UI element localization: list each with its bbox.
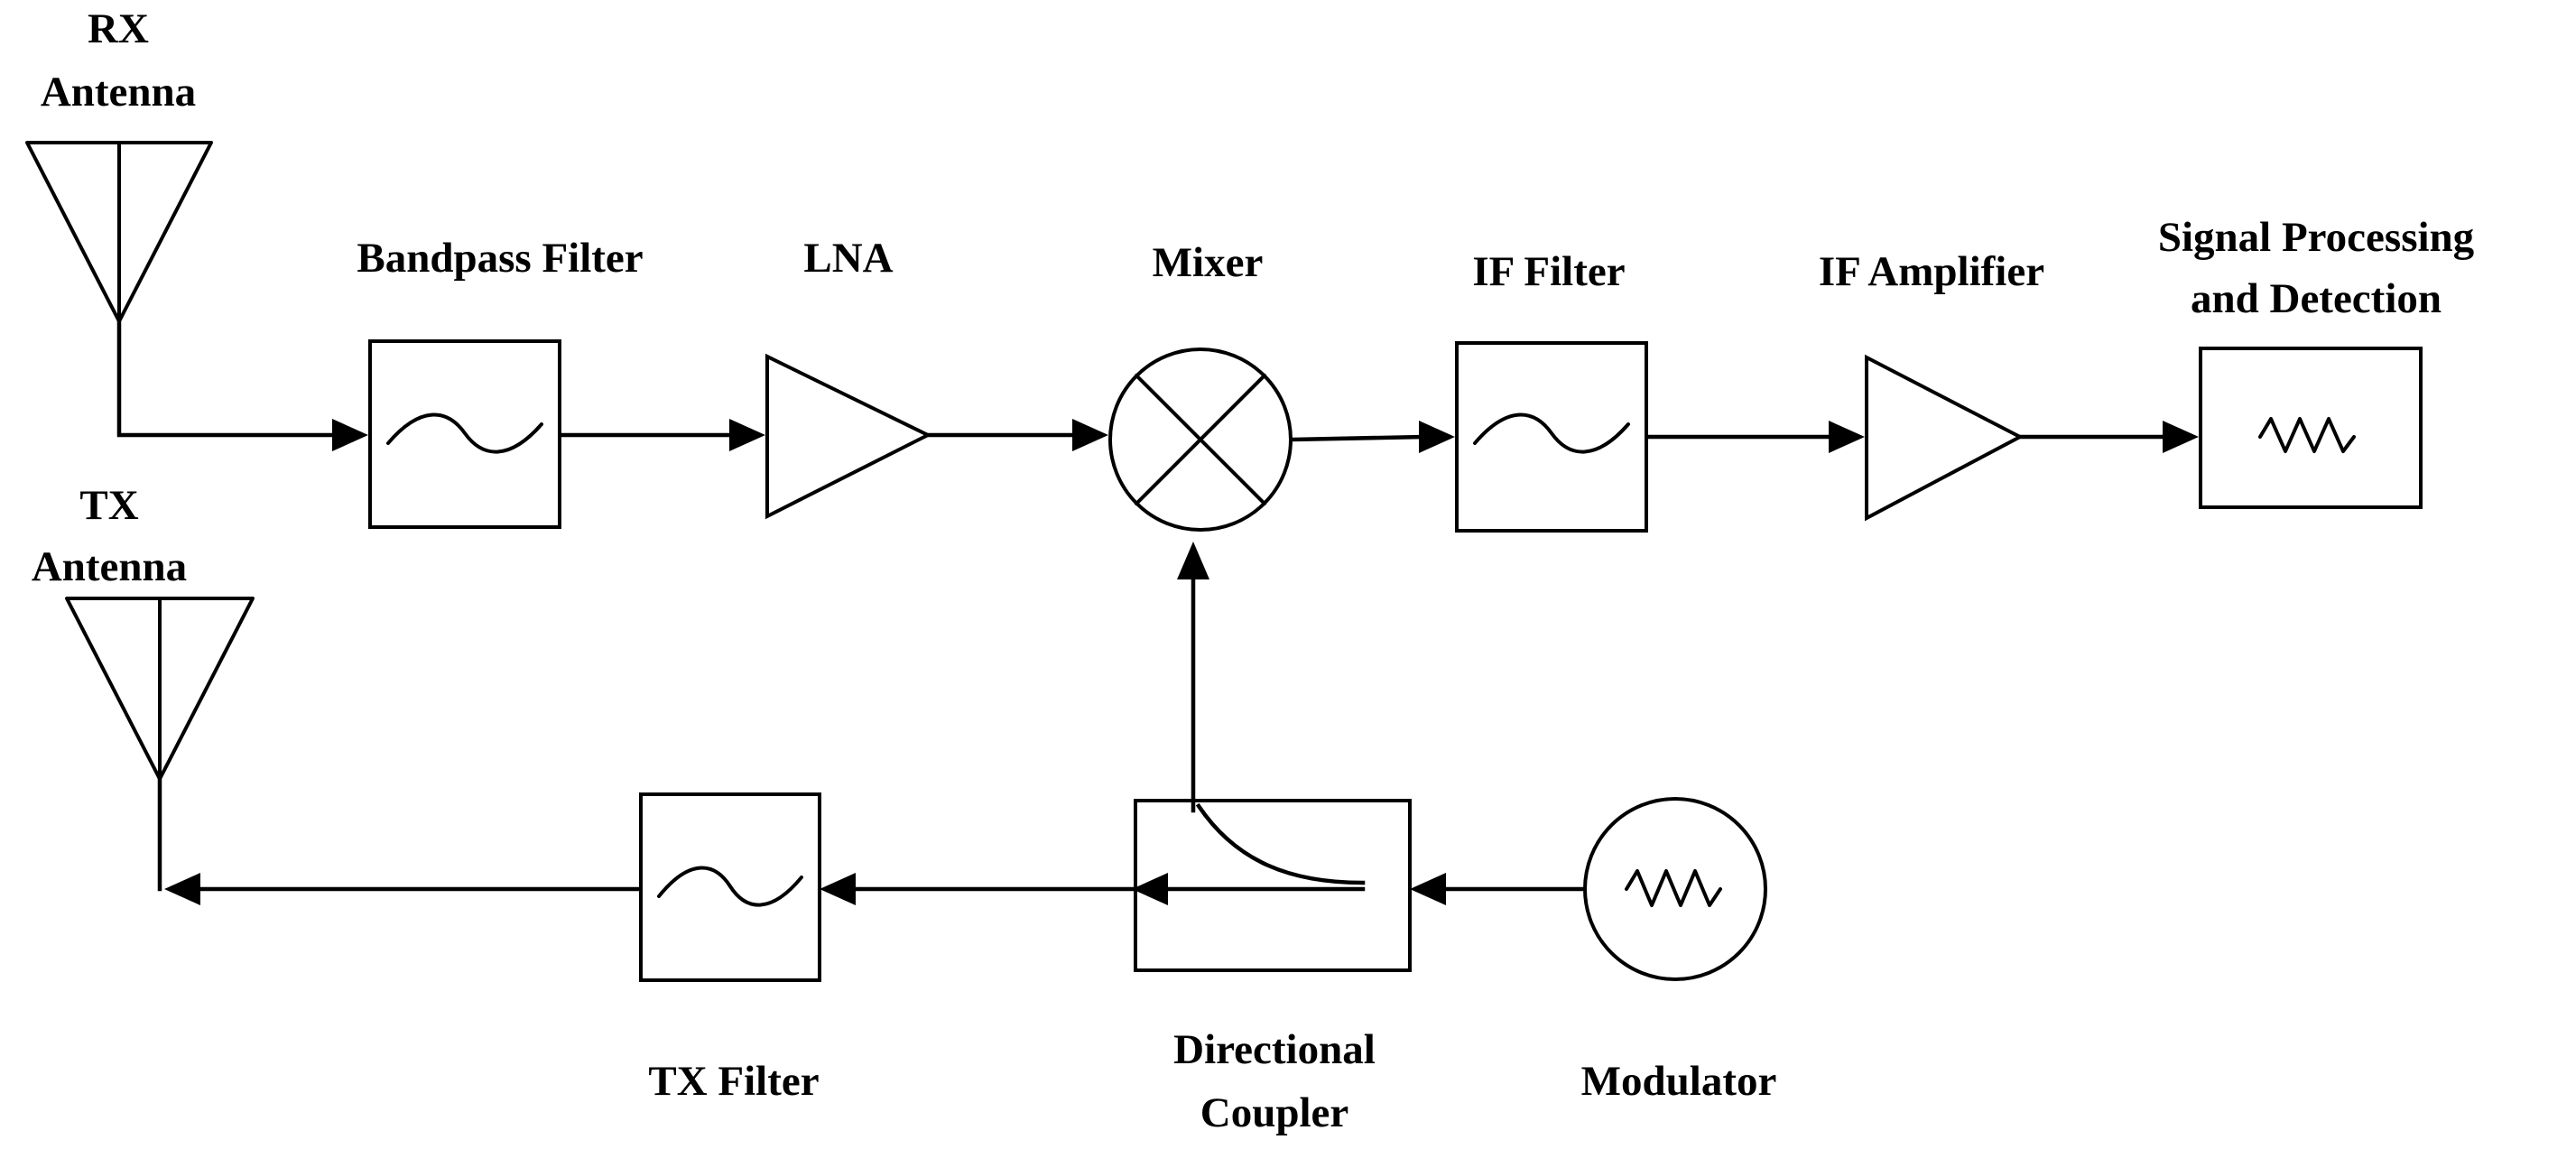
tx-filter-label: TX Filter xyxy=(648,1058,819,1105)
arrowhead-into-mixer-lo xyxy=(1177,542,1209,579)
wire-rx-antenna-to-bandpass xyxy=(116,319,338,438)
if-filter-block xyxy=(1455,341,1648,533)
arrowhead-into-coupler xyxy=(1410,873,1446,905)
modulator-label: Modulator xyxy=(1581,1058,1777,1105)
signal-processing-label-line1: Signal Processing xyxy=(2158,214,2475,261)
directional-coupler-label-line2: Coupler xyxy=(1200,1089,1349,1136)
arrowhead-into-if-filter xyxy=(1419,421,1455,453)
signal-processing-box xyxy=(2199,347,2423,509)
arrowhead-into-tx-filter xyxy=(820,873,856,905)
if-filter-label: IF Filter xyxy=(1472,248,1625,295)
rx-antenna-label-line1: RX xyxy=(88,5,149,52)
zigzag-signal-icon xyxy=(2258,417,2356,453)
lna-label: LNA xyxy=(803,235,893,282)
arrowhead-into-signal-processing xyxy=(2163,421,2199,453)
tx-chain-wires xyxy=(157,575,1586,892)
directional-coupler-box xyxy=(1134,799,1412,972)
arrowhead-into-mixer xyxy=(1072,419,1108,451)
filter-wave-icon xyxy=(386,412,543,454)
bandpass-filter-label: Bandpass Filter xyxy=(357,235,643,282)
mixer-block xyxy=(1108,347,1293,532)
lna-amplifier-triangle xyxy=(765,353,932,520)
modulator-block xyxy=(1583,797,1767,981)
filter-wave-icon xyxy=(657,866,803,907)
filter-wave-icon xyxy=(1473,412,1630,454)
bandpass-filter-block xyxy=(368,339,561,529)
if-amplifier-label: IF Amplifier xyxy=(1819,248,2044,295)
zigzag-signal-icon xyxy=(1625,869,1722,907)
arrowhead-into-tx-antenna xyxy=(164,873,200,905)
arrowhead-into-if-amplifier xyxy=(1829,421,1865,453)
tx-filter-block xyxy=(639,792,821,982)
tx-antenna-label-line2: Antenna xyxy=(32,543,187,590)
mixer-label: Mixer xyxy=(1153,239,1264,286)
wire-coupler-coupled-path xyxy=(1195,802,1366,885)
rx-antenna xyxy=(25,141,213,323)
signal-processing-label-line2: and Detection xyxy=(2191,275,2442,322)
rx-antenna-label-line2: Antenna xyxy=(41,69,196,116)
if-amplifier-triangle xyxy=(1865,354,2025,522)
mixer-cross-line-b xyxy=(1135,374,1266,505)
signal-processing-block xyxy=(2199,347,2423,509)
rx-chain-wires xyxy=(116,319,2169,442)
tx-antenna xyxy=(65,597,255,781)
wire-mixer-to-if-filter xyxy=(1290,434,1425,442)
arrowhead-coupler-through xyxy=(1132,873,1168,905)
arrowhead-into-lna xyxy=(729,419,765,451)
rx-chain-arrowheads xyxy=(332,419,2199,453)
tx-chain-arrowheads xyxy=(164,542,1446,905)
tx-antenna-label-line1: TX xyxy=(79,482,138,529)
directional-coupler-label-line1: Directional xyxy=(1173,1026,1376,1073)
arrowhead-into-bandpass xyxy=(332,419,368,451)
